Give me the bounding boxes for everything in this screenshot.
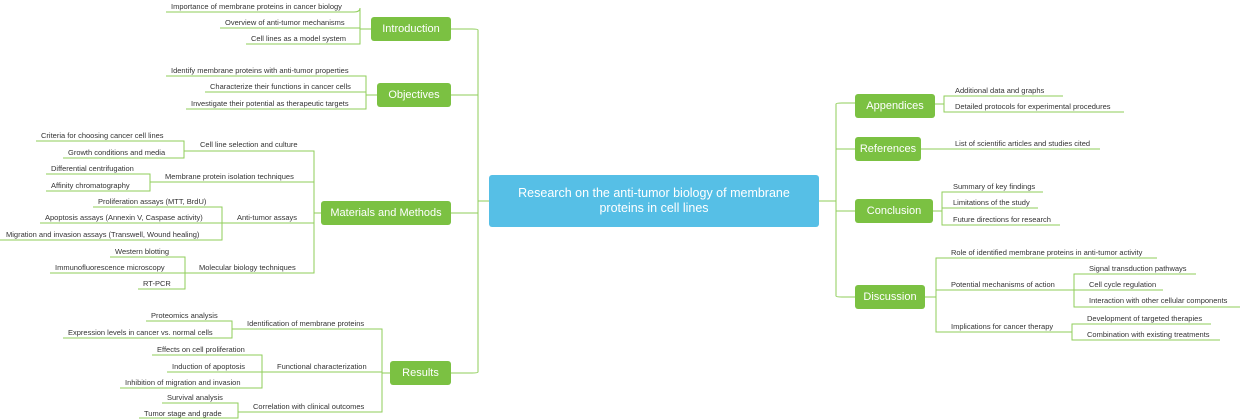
leaf-topic[interactable]: Combination with existing treatments [1087,330,1210,339]
subtopic[interactable]: Cell line selection and culture [200,140,298,149]
branch-results[interactable]: Results [390,361,451,385]
leaf-topic[interactable]: RT-PCR [143,279,171,288]
subtopic[interactable]: Role of identified membrane proteins in … [951,248,1143,257]
leaf-topic[interactable]: Limitations of the study [953,198,1030,207]
branch-conclusion[interactable]: Conclusion [855,199,933,223]
leaf-topic[interactable]: Proteomics analysis [151,311,218,320]
leaf-topic[interactable]: Growth conditions and media [68,148,166,157]
leaf-topic[interactable]: Migration and invasion assays (Transwell… [6,230,200,239]
branch-materials-and-methods[interactable]: Materials and Methods [321,201,451,225]
branch-appendices[interactable]: Appendices [855,94,935,118]
leaf-topic[interactable]: Inhibition of migration and invasion [125,378,241,387]
subtopic[interactable]: Functional characterization [277,362,367,371]
leaf-topic[interactable]: Signal transduction pathways [1089,264,1187,273]
leaf-topic[interactable]: Effects on cell proliferation [157,345,245,354]
leaf-topic[interactable]: Cell lines as a model system [251,34,347,43]
leaf-topic[interactable]: Proliferation assays (MTT, BrdU) [98,197,207,206]
subtopic[interactable]: Anti-tumor assays [237,213,298,222]
leaf-topic[interactable]: Differential centrifugation [51,164,134,173]
leaf-topic[interactable]: Future directions for research [953,215,1051,224]
leaf-topic[interactable]: Characterize their functions in cancer c… [210,82,351,91]
leaf-topic[interactable]: Overview of anti-tumor mechanisms [225,18,345,27]
leaf-topic[interactable]: Expression levels in cancer vs. normal c… [68,328,213,337]
leaf-topic[interactable]: Western blotting [115,247,170,256]
branch-references[interactable]: References [855,137,921,161]
branch-discussion[interactable]: Discussion [855,285,925,309]
subtopic[interactable]: Implications for cancer therapy [951,322,1054,331]
subtopic[interactable]: Membrane protein isolation techniques [165,172,294,181]
leaf-topic[interactable]: Immunofluorescence microscopy [55,263,165,272]
leaf-topic[interactable]: Importance of membrane proteins in cance… [171,2,342,11]
leaf-topic[interactable]: Criteria for choosing cancer cell lines [41,131,164,140]
leaf-topic[interactable]: Investigate their potential as therapeut… [191,99,349,108]
leaf-topic[interactable]: Apoptosis assays (Annexin V, Caspase act… [45,213,203,222]
leaf-topic[interactable]: Identify membrane proteins with anti-tum… [171,66,349,75]
leaf-topic[interactable]: Development of targeted therapies [1087,314,1203,323]
subtopic[interactable]: Identification of membrane proteins [247,319,365,328]
leaf-topic[interactable]: Survival analysis [167,393,223,402]
leaf-topic[interactable]: Tumor stage and grade [144,409,222,418]
leaf-topic[interactable]: Interaction with other cellular componen… [1089,296,1228,305]
branch-introduction[interactable]: Introduction [371,17,451,41]
central-topic[interactable]: Research on the anti-tumor biology of me… [489,175,819,227]
leaf-topic[interactable]: Detailed protocols for experimental proc… [955,102,1111,111]
subtopic[interactable]: Potential mechanisms of action [951,280,1055,289]
leaf-topic[interactable]: Cell cycle regulation [1089,280,1157,289]
leaf-topic[interactable]: Additional data and graphs [955,86,1045,95]
leaf-topic[interactable]: Summary of key findings [953,182,1036,191]
subtopic[interactable]: Molecular biology techniques [199,263,296,272]
leaf-topic[interactable]: List of scientific articles and studies … [955,139,1091,148]
leaf-topic[interactable]: Induction of apoptosis [172,362,245,371]
leaf-topic[interactable]: Affinity chromatography [51,181,130,190]
branch-objectives[interactable]: Objectives [377,83,451,107]
subtopic[interactable]: Correlation with clinical outcomes [253,402,365,411]
